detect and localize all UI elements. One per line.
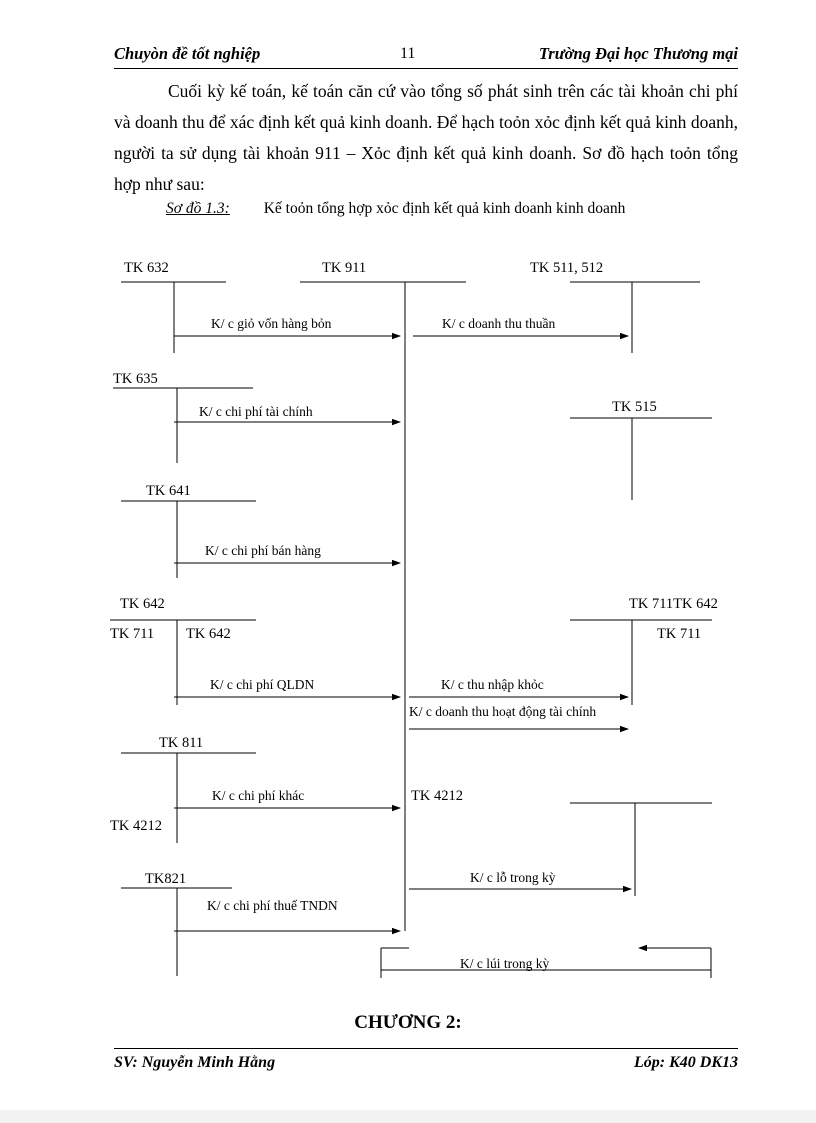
node-label-tk4212-mid: TK 4212: [411, 788, 463, 804]
header-right-title: Trường Đại học Thương mại: [538, 44, 738, 63]
flow-label-gia-von: K/ c giỏ vốn hàng bỏn: [211, 316, 332, 331]
diagram-lines: [110, 281, 712, 978]
node-label-tk632: TK 632: [124, 260, 169, 276]
body-paragraph-block: Cuối kỳ kế toán, kế toán căn cứ vào tổng…: [114, 76, 738, 200]
page-footer: SV: Nguyễn Minh Hằng Lóp: K40 DK13: [114, 1054, 738, 1078]
figure-caption: Sơ đồ 1.3: Kế toỏn tổng hợp xỏc định kết…: [166, 200, 625, 218]
node-label-tk711-left: TK 711: [110, 626, 155, 642]
node-label-tk642-inner: TK 642: [186, 626, 231, 642]
node-label-tk811: TK 811: [159, 735, 204, 751]
body-paragraph: Cuối kỳ kế toán, kế toán căn cứ vào tổng…: [114, 81, 738, 194]
footer-student-name: SV: Nguyễn Minh Hằng: [114, 1054, 276, 1071]
footer-class: Lóp: K40 DK13: [634, 1054, 738, 1071]
page-bottom-band: [0, 1110, 816, 1123]
node-label-tk4212-left: TK 4212: [110, 818, 162, 834]
node-label-tk711-right: TK 711: [657, 626, 702, 642]
accounting-flow-diagram: TK 632 TK 911 TK 511, 512 TK 635 TK 515 …: [0, 248, 816, 1000]
figure-caption-number: Sơ đồ 1.3:: [166, 200, 230, 217]
flow-label-doanh-thu-thuan: K/ c doanh thu thuần: [442, 316, 556, 331]
page-number: 11: [400, 45, 416, 62]
footer-divider: [114, 1048, 738, 1049]
page-header: Chuyòn đề tốt nghiệp 11 Trường Đại học T…: [114, 44, 738, 70]
node-label-tk515: TK 515: [612, 399, 657, 415]
header-divider: [114, 68, 738, 69]
node-label-tk821: TK821: [145, 871, 187, 887]
flow-label-thu-nhap-khac: K/ c thu nhập khỏc: [441, 677, 544, 692]
chapter-heading: CHƯƠNG 2:: [354, 1012, 462, 1033]
flow-label-chi-phi-tai-chinh: K/ c chi phí tài chính: [199, 404, 313, 419]
flow-label-chi-phi-thue: K/ c chi phí thuế TNDN: [207, 898, 338, 913]
figure-caption-title: Kế toỏn tổng hợp xỏc định kết quả kinh d…: [263, 200, 626, 217]
node-label-tk711-tk642: TK 711TK 642: [629, 596, 718, 612]
header-left-title: Chuyòn đề tốt nghiệp: [114, 44, 261, 63]
flow-label-chi-phi-ban-hang: K/ c chi phí bán hàng: [205, 543, 321, 558]
node-label-tk911: TK 911: [322, 260, 367, 276]
flow-label-lai-trong-ky: K/ c lúi trong kỳ: [460, 956, 550, 971]
node-label-tk642-top: TK 642: [120, 596, 165, 612]
flow-label-dt-hd-tai-chinh: K/ c doanh thu hoạt động tài chính: [409, 704, 597, 719]
node-label-tk641: TK 641: [146, 483, 191, 499]
node-label-tk635: TK 635: [113, 371, 158, 387]
flow-label-lo-trong-ky: K/ c lỗ trong kỳ: [470, 870, 556, 885]
node-label-tk511-512: TK 511, 512: [530, 260, 604, 276]
flow-label-chi-phi-khac: K/ c chi phí khác: [212, 788, 305, 803]
flow-label-chi-phi-qldn: K/ c chi phí QLDN: [210, 677, 315, 692]
